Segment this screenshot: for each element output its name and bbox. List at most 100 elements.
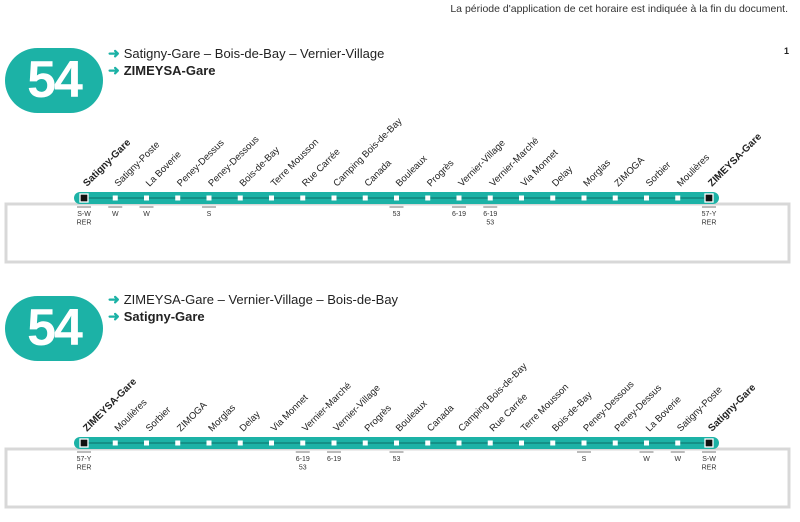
stop-marker: [206, 440, 212, 446]
connection-label: 53: [393, 456, 401, 463]
stop-name: Delay: [550, 164, 575, 189]
connection-label: 53: [299, 465, 307, 472]
stop-marker: [456, 195, 462, 201]
connection-label: 57-Y: [77, 456, 92, 463]
stop-name: Sorbier: [144, 405, 173, 434]
connection-label: S: [207, 211, 212, 218]
stop-marker: [331, 195, 337, 201]
stop-marker: [519, 440, 524, 446]
route-section-1: 54 ➜Satigny-Gare – Bois-de-Bay – Vernier…: [0, 0, 800, 250]
stop-marker: [269, 195, 274, 201]
connection-label: RER: [77, 220, 92, 227]
connection-label: 6-19: [296, 456, 310, 463]
stop-marker: [237, 195, 243, 201]
stop-name: ZIMOGA: [613, 154, 648, 189]
arrow-right-icon: ➜: [108, 62, 120, 78]
stop-marker: [144, 195, 149, 201]
stop-name: Morglas: [206, 402, 238, 434]
arrow-right-icon: ➜: [108, 291, 120, 307]
stop-name: Delay: [238, 409, 263, 434]
stop-marker: [175, 440, 181, 446]
route-destination: ➜Satigny-Gare: [108, 308, 205, 325]
stop-marker: [394, 195, 399, 201]
arrow-right-icon: ➜: [108, 308, 120, 324]
stop-name: Progrès: [363, 403, 394, 434]
stop-name: Sorbier: [644, 160, 673, 189]
stop-marker: [300, 440, 306, 446]
route-section-2: 54 ➜ZIMEYSA-Gare – Vernier-Village – Boi…: [0, 0, 800, 361]
connection-label: 57-Y: [702, 211, 717, 218]
stop-marker: [612, 440, 618, 446]
stop-name: Moulières: [675, 152, 712, 189]
stop-marker: [175, 195, 181, 201]
connection-label: 53: [486, 220, 494, 227]
connection-label: 6-19: [452, 211, 466, 218]
validity-notice: La période d'application de cet horaire …: [450, 3, 788, 15]
route-destination: ➜ZIMEYSA-Gare: [108, 62, 215, 79]
stop-name: Bouleaux: [394, 398, 430, 434]
stop-marker: [300, 195, 306, 201]
route-via-text: ZIMEYSA-Gare – Vernier-Village – Bois-de…: [123, 292, 399, 307]
stop-marker: [362, 440, 368, 446]
stop-marker: [644, 195, 649, 201]
connection-label: RER: [702, 220, 717, 227]
route-destination-text: Satigny-Gare: [123, 309, 205, 324]
connection-label: S: [582, 456, 587, 463]
page-number: 1: [784, 46, 790, 56]
arrow-right-icon: ➜: [108, 45, 120, 61]
route-via-text: Satigny-Gare – Bois-de-Bay – Vernier-Vil…: [123, 46, 385, 61]
stop-marker: [581, 195, 587, 201]
connection-label: RER: [702, 465, 717, 472]
stop-marker: [487, 195, 493, 201]
terminus-marker: [79, 438, 89, 448]
stop-marker: [581, 440, 587, 446]
stop-name: ZIMOGA: [175, 399, 210, 434]
timetable-box: [4, 202, 791, 264]
stop-marker: [206, 195, 212, 201]
terminus-marker: [704, 438, 714, 448]
route-via: ➜ZIMEYSA-Gare – Vernier-Village – Bois-d…: [108, 291, 398, 308]
stop-marker: [550, 195, 556, 201]
stop-name: Bouleaux: [394, 153, 430, 189]
stop-marker: [612, 195, 618, 201]
connection-label: W: [674, 456, 681, 463]
stop-marker: [487, 440, 493, 446]
stop-name: Canada: [425, 402, 457, 434]
connection-label: S-W: [702, 456, 716, 463]
connection-label: 6-19: [483, 211, 497, 218]
stop-name: ZIMEYSA-Gare: [706, 131, 764, 189]
connection-label: W: [143, 211, 150, 218]
stop-name: Canada: [363, 157, 395, 189]
stop-marker: [644, 440, 649, 446]
route-destination-text: ZIMEYSA-Gare: [123, 63, 216, 78]
connection-label: S-W: [77, 211, 91, 218]
stop-marker: [519, 195, 524, 201]
stop-marker: [112, 440, 118, 446]
connection-label: 6-19: [327, 456, 341, 463]
stop-marker: [112, 195, 118, 201]
connection-label: W: [643, 456, 650, 463]
stop-marker: [425, 440, 431, 446]
stop-name: Morglas: [581, 157, 613, 189]
connection-label: W: [112, 211, 119, 218]
stop-marker: [425, 195, 431, 201]
connection-label: RER: [77, 465, 92, 472]
route-via: ➜Satigny-Gare – Bois-de-Bay – Vernier-Vi…: [108, 45, 384, 62]
line-number-badge: 54: [5, 296, 103, 361]
stop-marker: [331, 440, 337, 446]
terminus-marker: [79, 193, 89, 203]
stop-marker: [675, 195, 681, 201]
stop-marker: [144, 440, 149, 446]
connection-label: 53: [393, 211, 401, 218]
stop-marker: [237, 440, 243, 446]
terminus-marker: [704, 193, 714, 203]
stop-marker: [394, 440, 399, 446]
line-number-badge: 54: [5, 48, 103, 113]
stop-marker: [675, 440, 681, 446]
stop-marker: [269, 440, 274, 446]
stop-name: ZIMEYSA-Gare: [81, 376, 139, 434]
stop-marker: [456, 440, 462, 446]
